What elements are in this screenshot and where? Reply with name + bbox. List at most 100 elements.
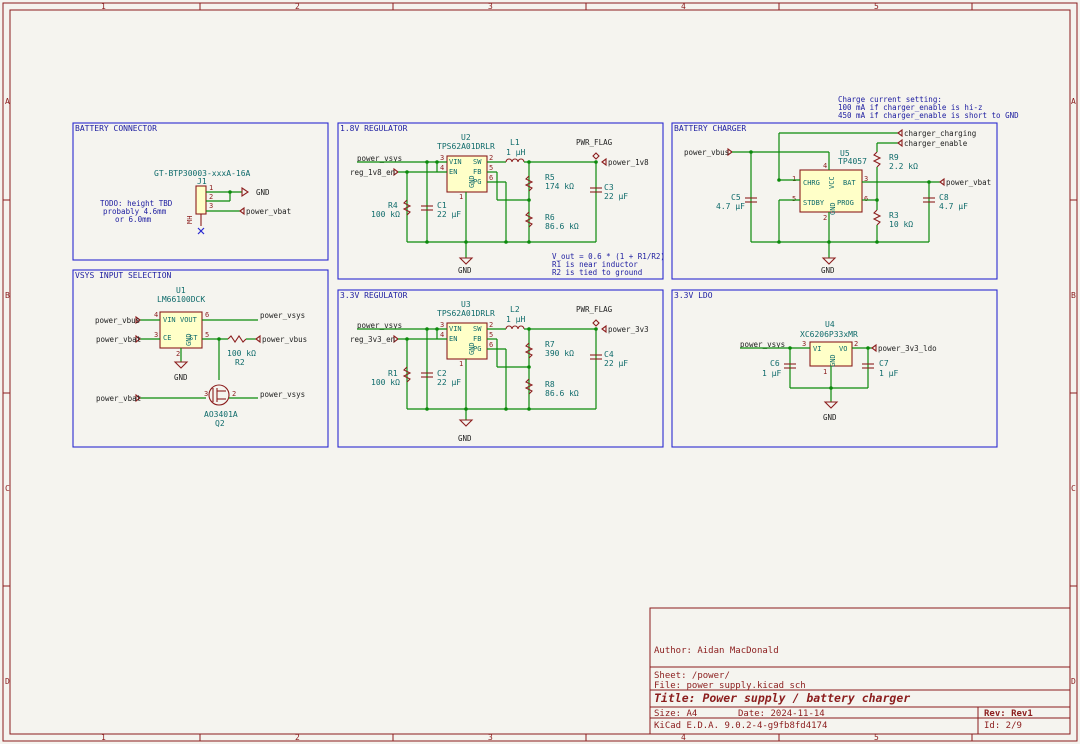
- col-label-bottom: 1: [101, 733, 106, 742]
- reg-3v3-section[interactable]: 3.3V REGULATOR U3 TPS62A01DRLR VIN SW EN…: [337, 289, 664, 448]
- lm66100-body: [159, 311, 203, 349]
- svg-text:R7: R7: [545, 340, 555, 349]
- svg-text:2.2 kΩ: 2.2 kΩ: [889, 162, 918, 171]
- net-label-power-vbus: power_vbus: [95, 316, 140, 325]
- row-label-right: A: [1071, 97, 1076, 106]
- svg-text:6: 6: [489, 174, 493, 182]
- resistor-r1: [402, 366, 412, 383]
- pwr-flag-symbol: [592, 319, 600, 327]
- reg-1v8-section[interactable]: 1.8V REGULATOR U2 TPS62A01DRLR VIN SW EN…: [337, 122, 665, 280]
- todo-note-line: TODO: height TBD: [100, 199, 173, 208]
- connector-body[interactable]: [195, 185, 207, 215]
- svg-text:EN: EN: [449, 168, 457, 176]
- battery-connector-section[interactable]: BATTERY CONNECTOR GT-BTP30003-xxxA-16A J…: [72, 122, 329, 261]
- svg-text:R5: R5: [545, 173, 555, 182]
- svg-text:STDBY: STDBY: [803, 199, 825, 207]
- ic-part: TPS62A01DRLR: [437, 142, 495, 151]
- svg-text:BAT: BAT: [843, 179, 856, 187]
- tps62a01-body: [446, 322, 488, 360]
- net-label-power-vbat: power_vbat: [246, 207, 291, 216]
- resistor-r9: [872, 151, 882, 168]
- svg-text:2: 2: [489, 321, 493, 329]
- sheet-title: Title: Power supply / battery charger: [654, 691, 910, 705]
- net-label-power-vbat: power_vbat: [96, 335, 141, 344]
- mosfet-q2: [208, 384, 230, 406]
- svg-text:3: 3: [154, 331, 158, 339]
- pwr-flag-label: PWR_FLAG: [576, 138, 613, 147]
- svg-text:VIN: VIN: [449, 325, 462, 333]
- svg-text:1 µH: 1 µH: [506, 148, 525, 157]
- charge-note-line: 100 mA if charger_enable is hi-z: [838, 103, 983, 112]
- svg-text:1 µF: 1 µF: [879, 369, 898, 378]
- net-label-power-vsys: power_vsys: [357, 154, 402, 163]
- svg-text:86.6 kΩ: 86.6 kΩ: [545, 389, 579, 398]
- author-text: Author: Aidan MacDonald: [654, 646, 779, 656]
- vsys-input-section[interactable]: VSYS INPUT SELECTION U1 LM66100DCK VIN V…: [72, 269, 329, 448]
- svg-text:GND: GND: [829, 202, 837, 215]
- svg-text:CHRG: CHRG: [803, 179, 820, 187]
- battery-charger-section[interactable]: Charge current setting: 100 mA if charge…: [671, 95, 1019, 280]
- ic-part: LM66100DCK: [157, 295, 205, 304]
- svg-text:R9: R9: [889, 153, 899, 162]
- svg-text:VO: VO: [839, 345, 847, 353]
- svg-text:C6: C6: [770, 359, 780, 368]
- col-label-bottom: 5: [874, 733, 879, 742]
- r2-ref: R2: [235, 358, 245, 367]
- svg-text:2: 2: [823, 214, 827, 222]
- gnd-symbol: [241, 186, 249, 198]
- ic-ref: U4: [825, 320, 835, 329]
- svg-text:1: 1: [792, 175, 796, 183]
- resistor-r7: [524, 342, 534, 359]
- connector-ref: J1: [197, 177, 207, 186]
- svg-text:4: 4: [154, 311, 158, 319]
- net-label-charger-enable: charger_enable: [904, 139, 968, 148]
- net-label-reg-1v8-en: reg_1v8_en: [350, 168, 395, 177]
- gnd-label: GND: [458, 434, 472, 443]
- section-title: BATTERY CONNECTOR: [75, 124, 157, 133]
- svg-text:VIN: VIN: [163, 316, 176, 324]
- svg-text:5: 5: [489, 331, 493, 339]
- svg-text:1: 1: [459, 193, 463, 201]
- date-text: Date: 2024-11-14: [738, 709, 825, 719]
- col-label-top: 1: [101, 2, 106, 11]
- r2-value: 100 kΩ: [227, 349, 256, 358]
- svg-text:FB: FB: [473, 168, 481, 176]
- frame-column-labels: 1 2 3 4 5 1 2 3 4 5: [101, 2, 879, 742]
- svg-text:3: 3: [204, 390, 208, 398]
- svg-text:22 µF: 22 µF: [604, 359, 628, 368]
- svg-text:VCC: VCC: [828, 176, 836, 189]
- col-label-top: 2: [295, 2, 300, 11]
- ic-ref: U3: [461, 300, 471, 309]
- tps62a01-body: [446, 155, 488, 193]
- ldo-3v3-section[interactable]: 3.3V LDO U4 XC6206P33xMR VI VO GND 3 2 1…: [671, 289, 998, 448]
- inductor-l1: [505, 158, 525, 163]
- gnd-label: GND: [174, 373, 188, 382]
- ic-part: TP4057: [838, 157, 867, 166]
- svg-text:C3: C3: [604, 183, 614, 192]
- charge-note-line: Charge current setting:: [838, 95, 942, 104]
- row-label-left: D: [5, 677, 10, 686]
- vout-note-line: R2 is tied to ground: [552, 268, 642, 277]
- svg-text:22 µF: 22 µF: [437, 378, 461, 387]
- svg-text:4.7 µF: 4.7 µF: [716, 202, 745, 211]
- q2-part: AO3401A: [204, 410, 238, 419]
- net-label-reg-3v3-en: reg_3v3_en: [350, 335, 395, 344]
- col-label-bottom: 2: [295, 733, 300, 742]
- svg-text:L1: L1: [510, 138, 520, 147]
- svg-text:C5: C5: [731, 193, 741, 202]
- svg-text:VOUT: VOUT: [180, 316, 198, 324]
- svg-text:C2: C2: [437, 369, 447, 378]
- svg-text:390 kΩ: 390 kΩ: [545, 349, 574, 358]
- svg-text:CE: CE: [163, 334, 171, 342]
- title-block: Author: Aidan MacDonald Sheet: /power/ F…: [649, 607, 1071, 735]
- col-label-top: 5: [874, 2, 879, 11]
- svg-text:86.6 kΩ: 86.6 kΩ: [545, 222, 579, 231]
- resistor-r3: [872, 209, 882, 226]
- gnd-label: GND: [823, 413, 837, 422]
- net-label-power-vbus: power_vbus: [684, 148, 729, 157]
- svg-text:C4: C4: [604, 350, 614, 359]
- gnd-label: GND: [458, 266, 472, 275]
- svg-text:R3: R3: [889, 211, 899, 220]
